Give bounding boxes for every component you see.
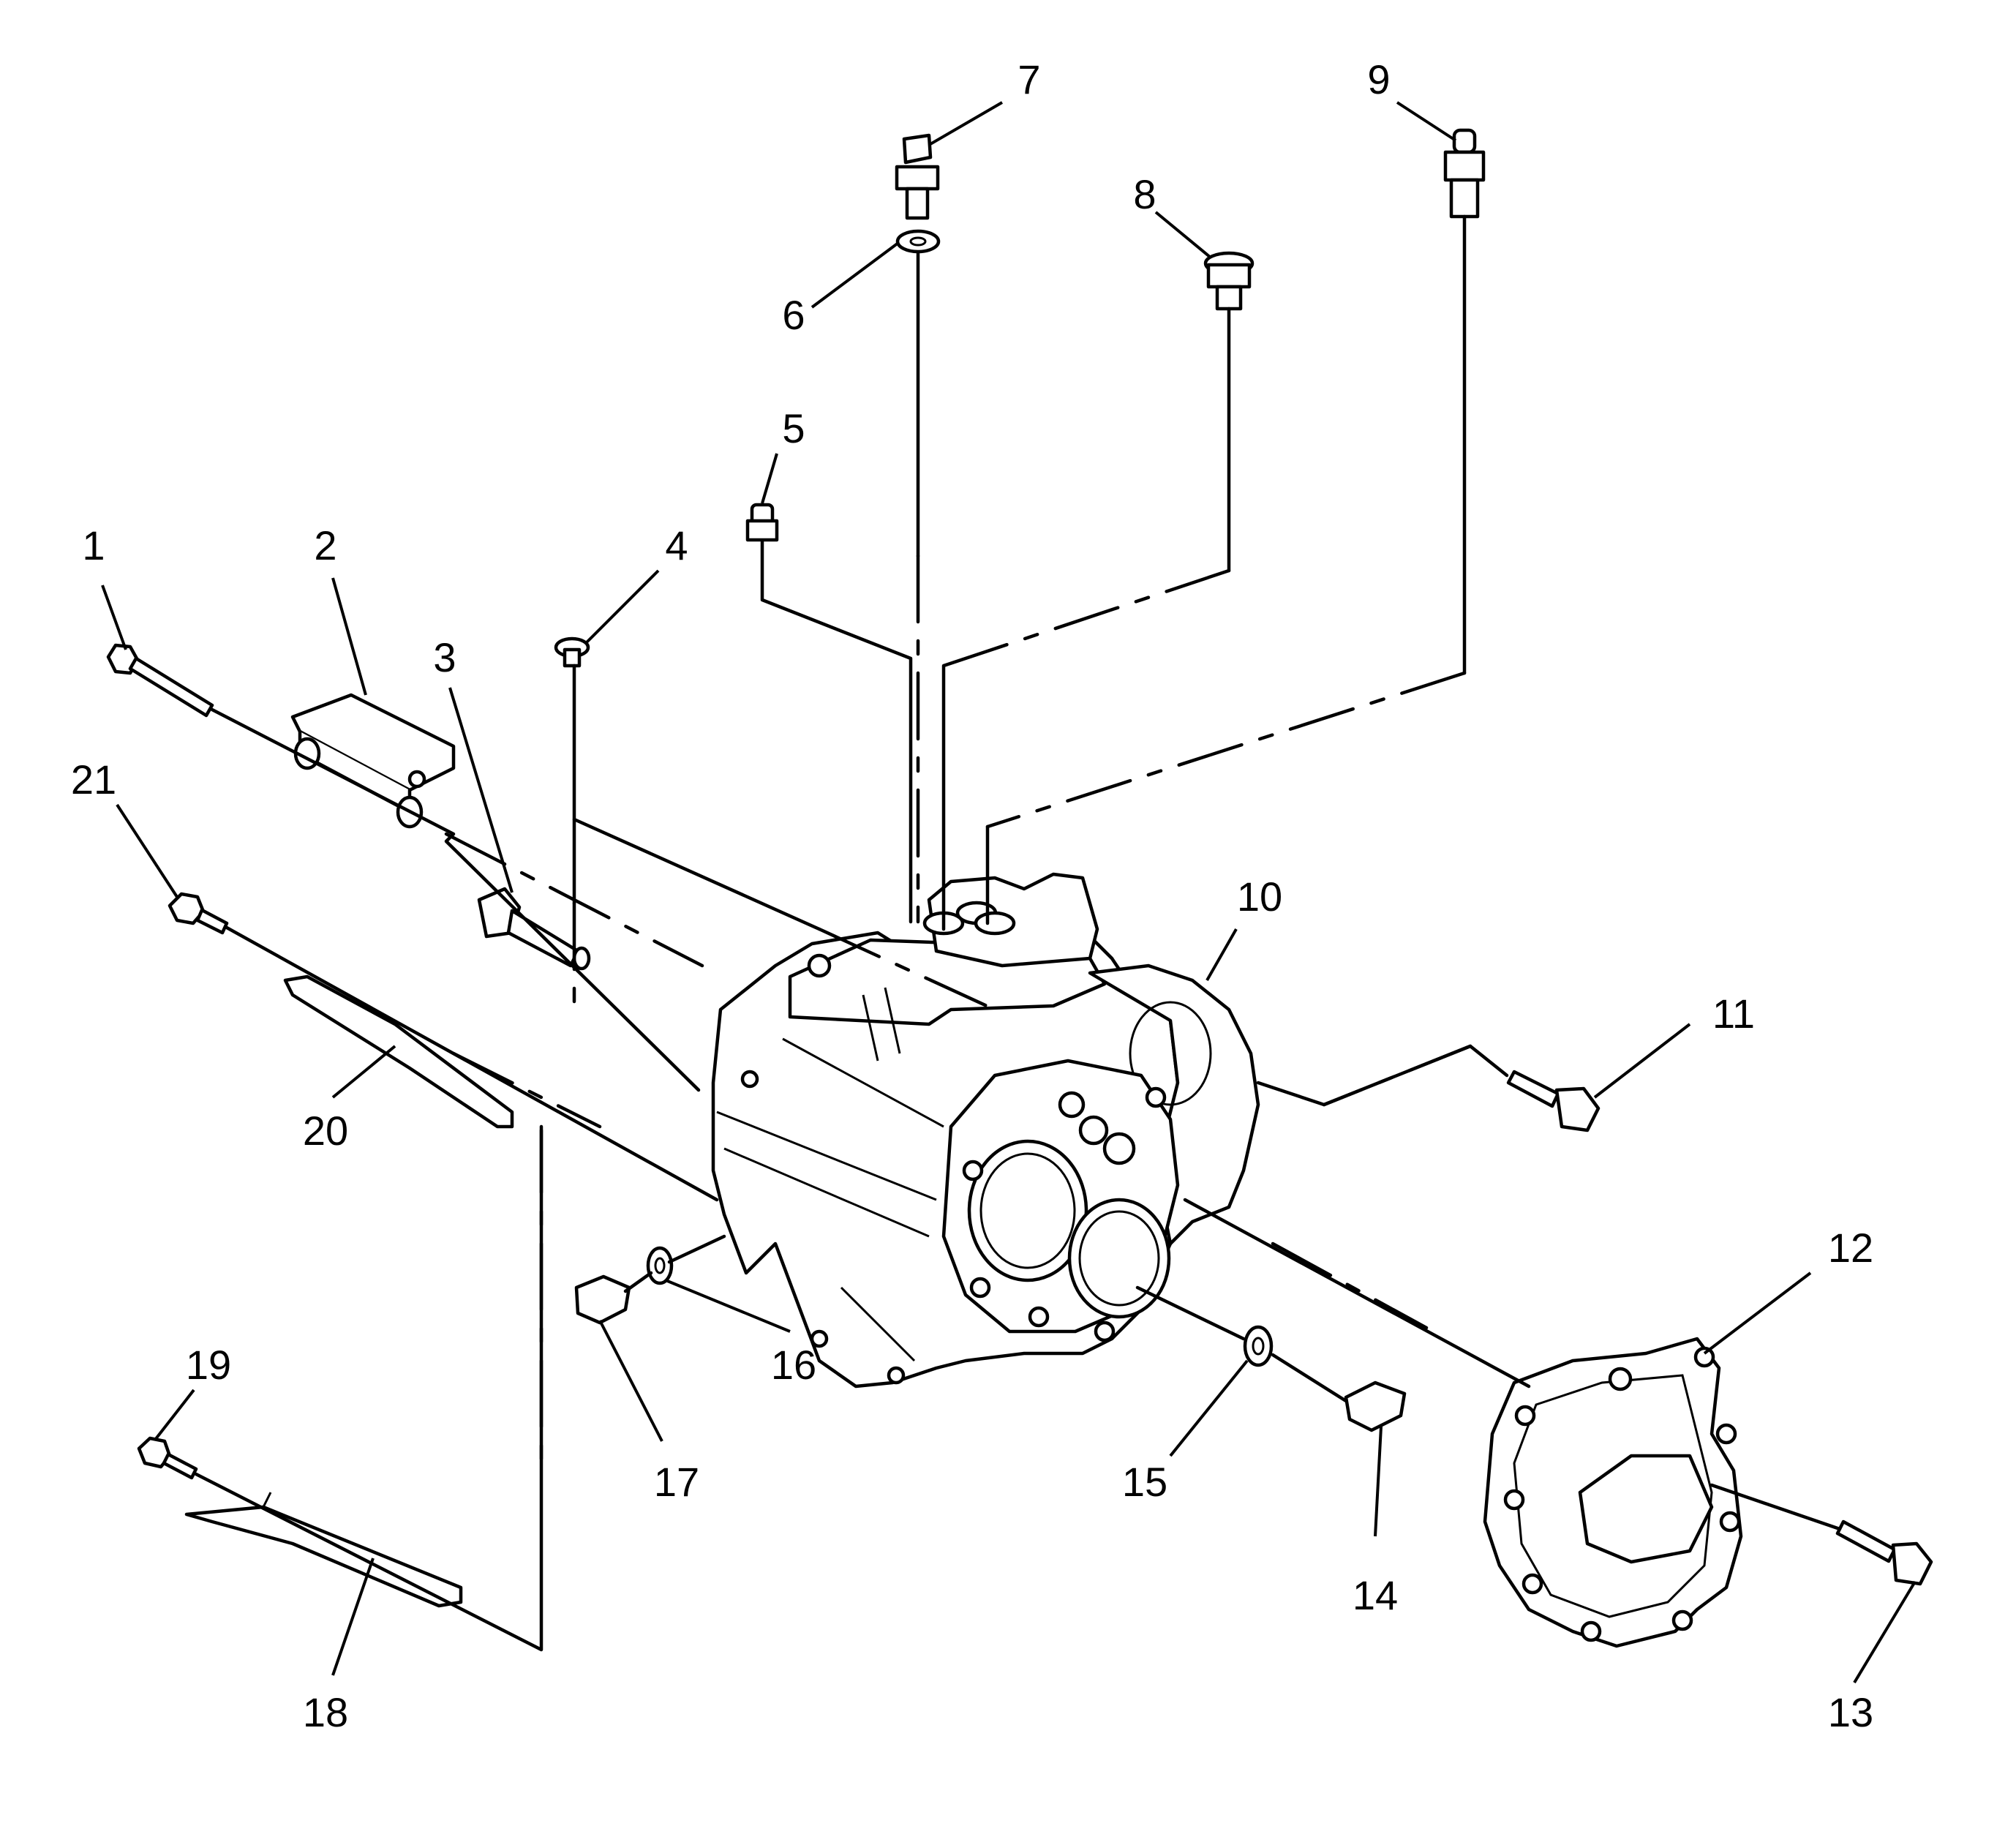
plug-part-4 [554,636,590,668]
shield-part-20 [283,974,514,1129]
callout-9: 9 [1367,56,1390,102]
washer-part-15 [1243,1325,1274,1367]
sensor-part-7 [895,133,940,220]
washer-part-16 [646,1246,674,1285]
bolt-part-21 [168,892,229,935]
callout-16: 16 [771,1342,816,1388]
callout-15: 15 [1122,1459,1167,1505]
switch-part-5 [745,503,779,542]
callout-21: 21 [71,756,116,803]
washer-part-6 [895,229,941,254]
callout-2: 2 [314,522,336,568]
callout-20: 20 [303,1108,348,1154]
transaxle-case [711,872,1260,1389]
callout-5: 5 [782,405,805,451]
side-cover [1483,1337,1743,1648]
plug-part-14 [1344,1380,1407,1432]
switch-part-9 [1443,128,1486,219]
callout-10: 10 [1237,873,1282,920]
callout-4: 4 [665,522,688,568]
plug-part-8 [1203,251,1255,311]
callout-6: 6 [782,292,805,338]
callout-18: 18 [303,1689,348,1735]
callout-8: 8 [1133,171,1156,217]
plug-part-17 [574,1274,631,1325]
callout-13: 13 [1828,1689,1873,1735]
callout-1: 1 [82,522,105,568]
callout-3: 3 [433,634,456,680]
callout-7: 7 [1018,56,1040,102]
callout-17: 17 [654,1459,699,1505]
bolt-part-19 [137,1436,198,1480]
bracket-part-2 [290,693,456,829]
bolt-part-13 [1835,1519,1933,1586]
callout-11: 11 [1712,991,1755,1037]
callout-14: 14 [1353,1572,1398,1618]
callout-19: 19 [186,1342,231,1388]
bolt-part-1 [106,643,214,718]
leader-lines [101,101,1917,1684]
assembly-lines [194,214,1842,1652]
callout-12: 12 [1828,1225,1873,1271]
callout-labels: 1 2 3 4 5 6 7 8 9 10 11 12 13 14 15 16 1… [71,56,1873,1735]
bolt-part-11 [1506,1070,1601,1132]
